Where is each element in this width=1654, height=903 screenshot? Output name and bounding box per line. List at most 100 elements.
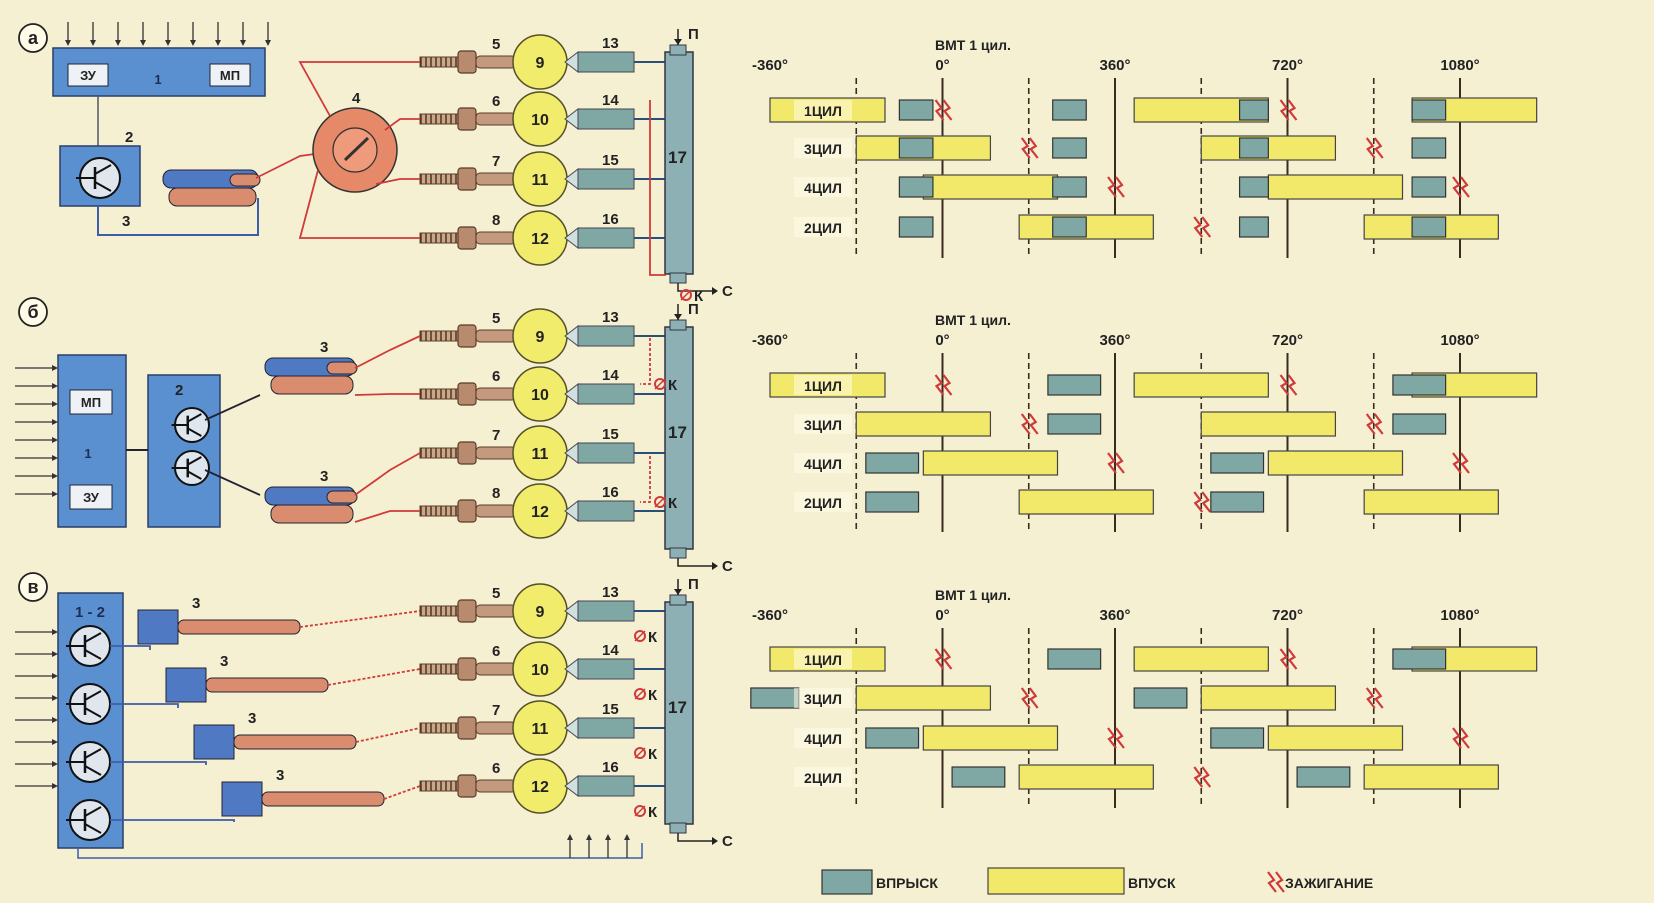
spark-bolt <box>1115 452 1125 474</box>
injector: 16 <box>564 484 665 523</box>
injector: 16 <box>564 211 665 250</box>
input-signal-arrowhead <box>52 401 58 407</box>
spark-bolt <box>1452 452 1462 474</box>
spark-bolt <box>1201 766 1212 788</box>
ignition-spark-icon <box>1193 491 1212 513</box>
timing-charts: ВМТ 1 цил.-360°0°360°720°1080°1ЦИЛ3ЦИЛ4Ц… <box>750 37 1538 808</box>
spark-bolt <box>1460 727 1470 749</box>
axis-tick-label: 0° <box>935 607 949 624</box>
injection-bar <box>1052 137 1087 159</box>
spark-bolt <box>1287 648 1298 670</box>
injection-bar <box>1392 413 1447 435</box>
injector-label: 15 <box>602 426 619 443</box>
cylinder-row-label: 4ЦИЛ <box>804 456 842 472</box>
injector-body <box>577 227 635 249</box>
plug-body <box>475 329 517 343</box>
cylinder-label: 12 <box>531 504 549 521</box>
spark-bolt <box>1452 727 1462 749</box>
injector-label: 13 <box>602 35 619 52</box>
module-coil-wire <box>110 819 235 822</box>
panel-letter: в <box>27 577 38 597</box>
coil-label: 3 <box>220 653 228 670</box>
coil-windings <box>193 724 235 760</box>
spark-bolt <box>1201 491 1212 513</box>
axis-tick-label: 720° <box>1272 57 1303 74</box>
cylinder-label-bg <box>794 728 852 748</box>
coil-on-plug: 3 <box>165 653 329 703</box>
cylinder-label-bg <box>794 688 852 708</box>
fuel-in-arrowhead <box>674 314 682 320</box>
injector: 16 <box>564 759 665 798</box>
cylinder-row-label: 3ЦИЛ <box>804 417 842 433</box>
cylinder-label-bg <box>794 492 852 512</box>
spark-plug: 5 <box>419 585 517 623</box>
ecu-number: 1 - 2 <box>75 604 105 621</box>
cylinder-row-label: 2ЦИЛ <box>804 495 842 511</box>
plug-hex <box>457 716 477 740</box>
plug-body <box>475 172 517 186</box>
plug-hex <box>457 774 477 798</box>
injector-nozzle <box>564 499 579 523</box>
rail-label: 17 <box>668 148 687 167</box>
plug-hex <box>457 382 477 406</box>
injector-body <box>577 108 635 130</box>
distributor-label: 4 <box>352 90 361 107</box>
plug-hex <box>457 50 477 74</box>
spark-plug: 6 <box>419 643 517 681</box>
coil-terminal <box>326 361 358 375</box>
legend-injection-swatch <box>821 869 873 895</box>
ecu-number: 1 <box>154 72 161 87</box>
ignition-spark-icon <box>1452 452 1470 474</box>
injector-body <box>577 383 635 405</box>
injection-bar <box>1238 137 1269 159</box>
intake-bar <box>1018 489 1154 515</box>
spark-bolt <box>1115 727 1125 749</box>
plug-thread <box>419 605 459 617</box>
coil-label: 3 <box>320 339 328 356</box>
injector-nozzle <box>564 324 579 348</box>
module-coil-wire <box>110 703 179 708</box>
injection-bar <box>1047 648 1102 670</box>
spark-plug-label: 6 <box>492 760 500 777</box>
coil-on-plug: 3 <box>193 710 357 760</box>
ground-k-label: К <box>648 687 658 704</box>
ignition-spark-icon <box>1193 216 1212 238</box>
cylinder-row-label: 3ЦИЛ <box>804 141 842 157</box>
axis-tick-label: 1080° <box>1440 332 1479 349</box>
micro-box <box>209 63 251 87</box>
intake-bar <box>1363 489 1499 515</box>
injection-bar <box>1238 216 1269 238</box>
hv-wire <box>375 178 420 185</box>
injection-bar <box>1411 176 1447 198</box>
transistor-collector <box>187 413 202 423</box>
plug-body <box>475 446 517 460</box>
ignition-coil <box>162 169 261 207</box>
axis-tick-label: -360° <box>752 607 788 624</box>
cylinder-label-bg <box>794 177 852 197</box>
input-signal-arrowhead <box>52 761 58 767</box>
spark-plug-label: 7 <box>492 427 500 444</box>
injection-bar <box>1238 99 1269 121</box>
hv-wire <box>354 452 421 496</box>
timing-diagram: ВМТ 1 цил.-360°0°360°720°1080°1ЦИЛ3ЦИЛ4Ц… <box>750 587 1538 808</box>
injection-bar <box>1052 216 1087 238</box>
injection-bar <box>898 216 934 238</box>
timing-diagram: ВМТ 1 цил.-360°0°360°720°1080°1ЦИЛ3ЦИЛ4Ц… <box>752 37 1538 258</box>
cylinder-row-label: 1ЦИЛ <box>804 378 842 394</box>
plug-body <box>475 55 517 69</box>
injector-label: 15 <box>602 701 619 718</box>
intake-bar <box>922 450 1059 476</box>
injector-nozzle <box>564 382 579 406</box>
spark-bolt <box>1452 176 1462 198</box>
sensor-arrowhead <box>567 834 573 840</box>
ground-slash <box>634 747 646 759</box>
coil-extension <box>205 677 329 693</box>
ignition-spark-icon <box>1279 374 1298 396</box>
axis-tick-label: 720° <box>1272 332 1303 349</box>
ground-terminal <box>654 378 666 390</box>
input-signal-arrowhead <box>265 40 271 46</box>
